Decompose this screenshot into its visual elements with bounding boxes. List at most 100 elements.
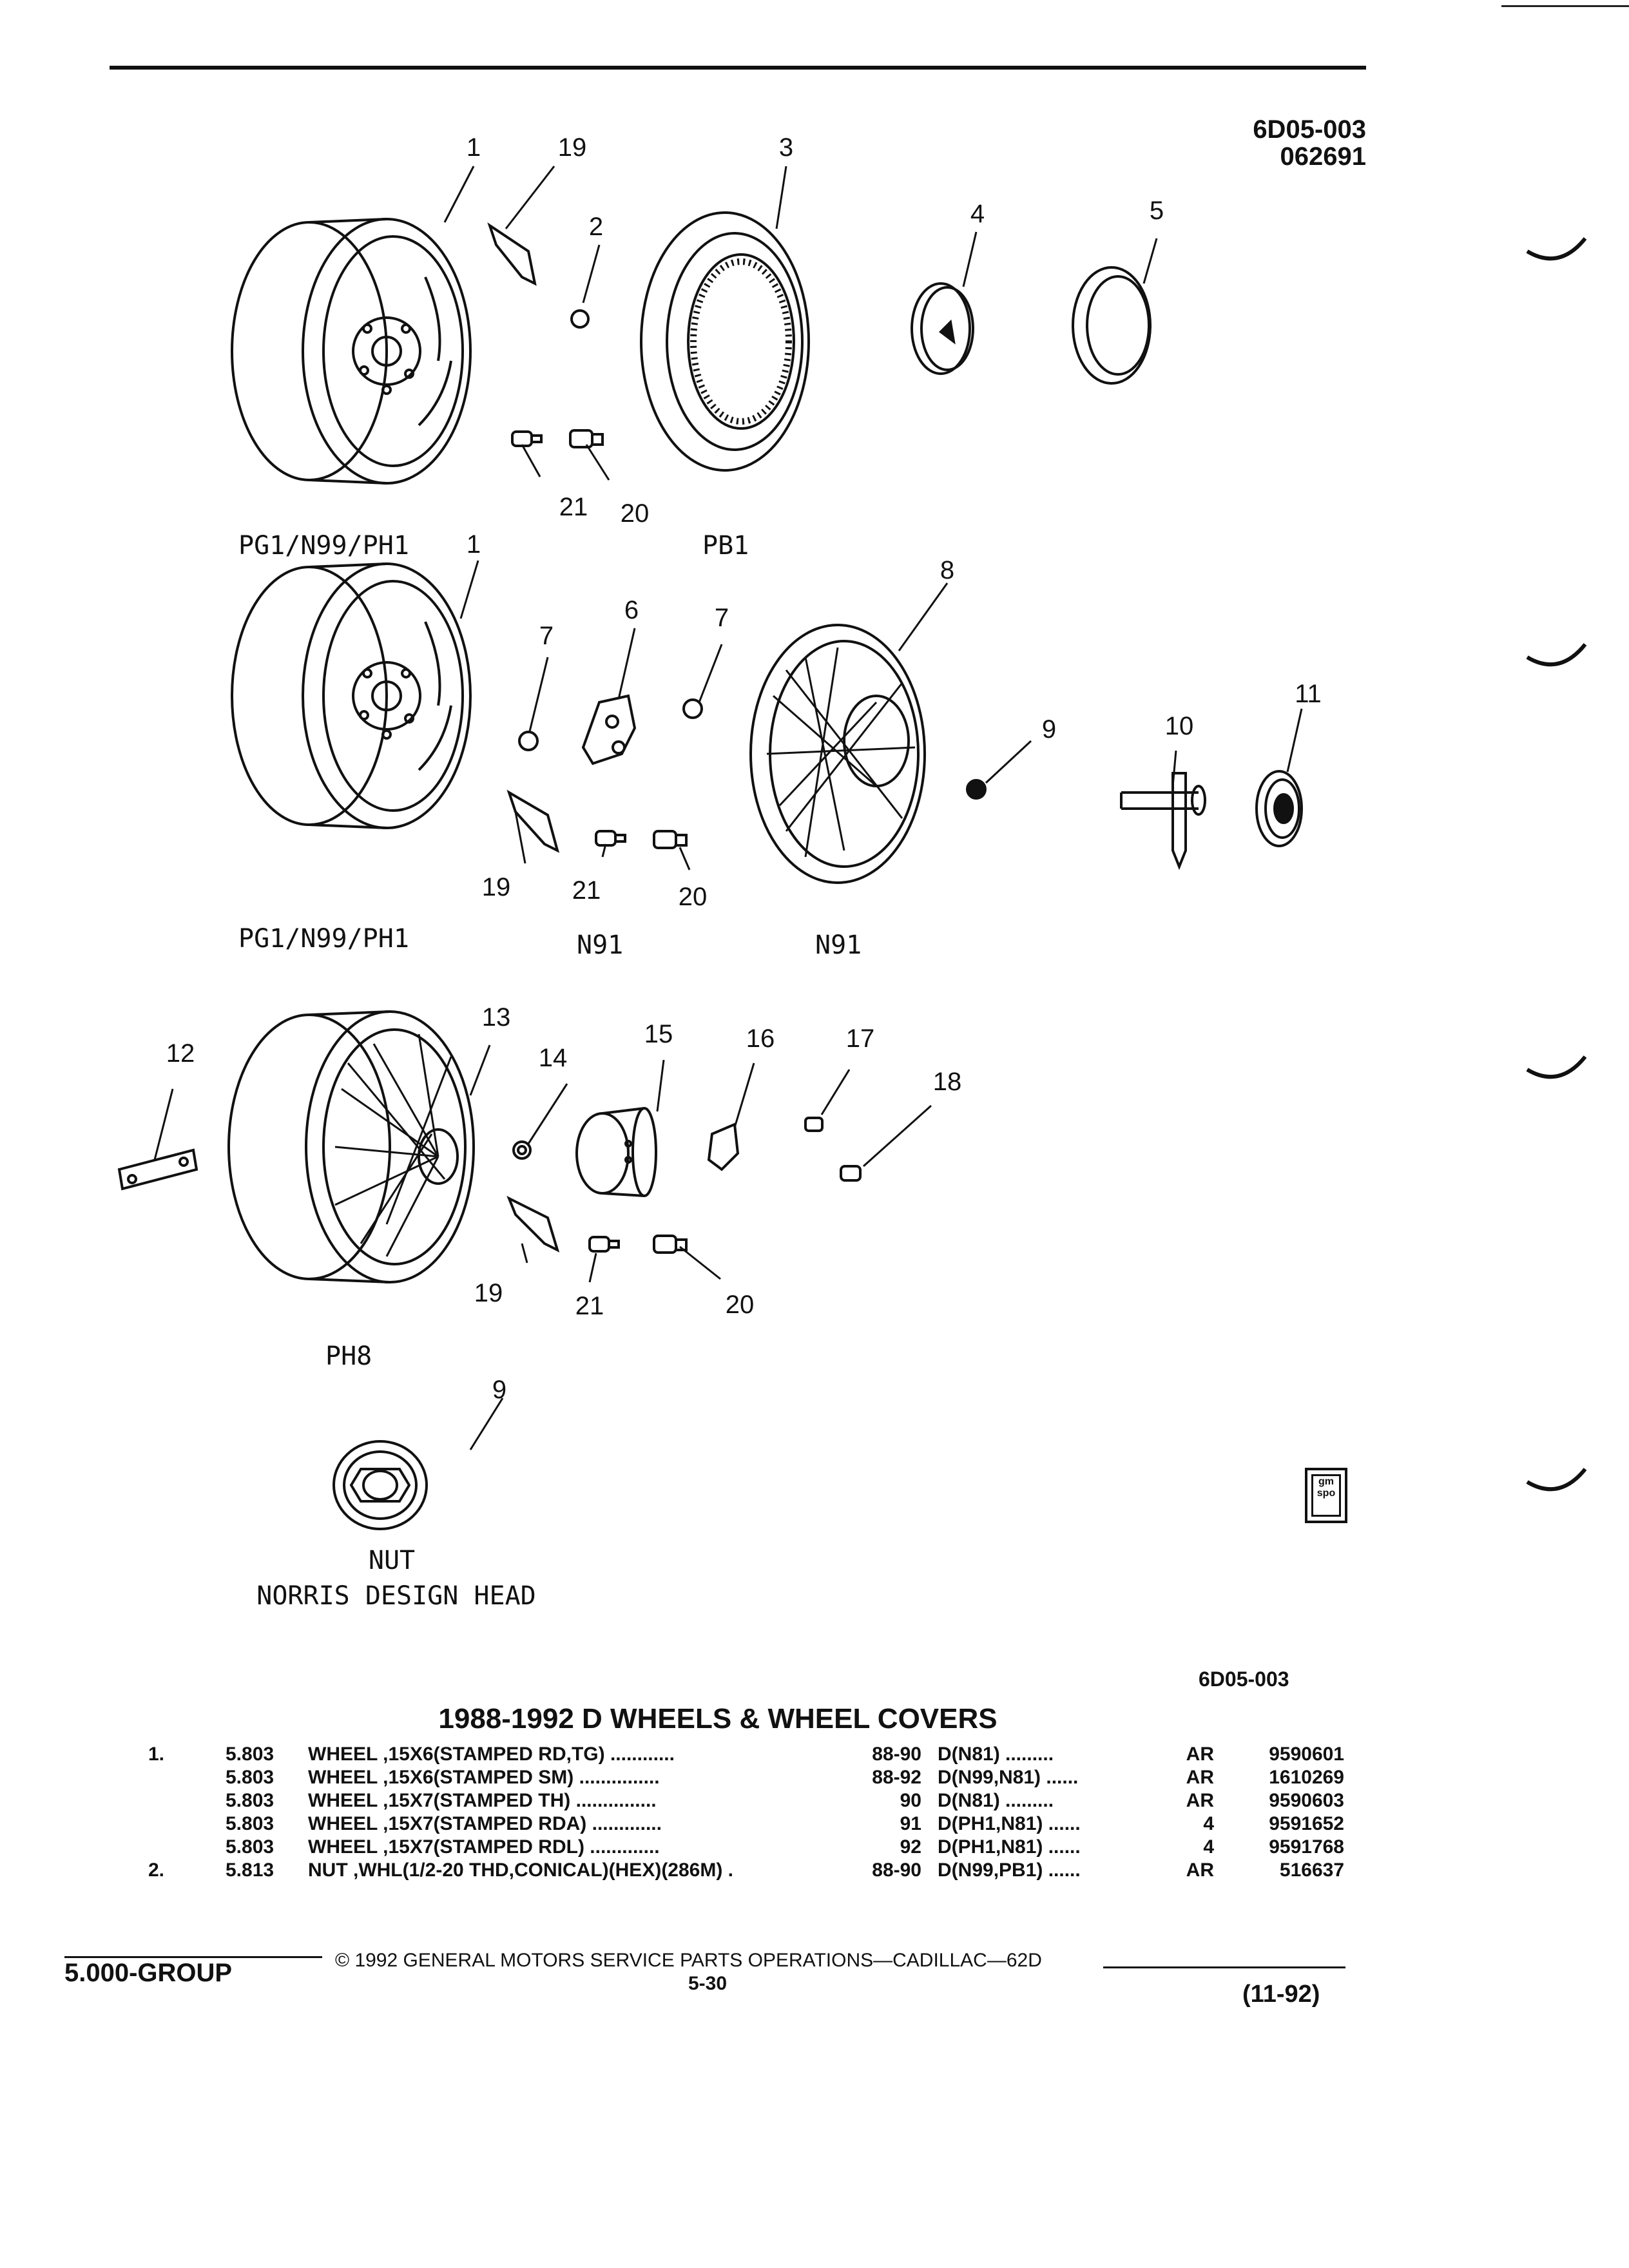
parts-cell-qty: 4: [1203, 1836, 1214, 1858]
callout: 17: [846, 1024, 875, 1053]
reference-date: 062691: [1280, 142, 1366, 171]
nut-9a: [966, 779, 987, 800]
parts-cell-usage: D(N99,N81) ......: [938, 1767, 1079, 1788]
parts-cell-qty: 4: [1203, 1813, 1214, 1834]
parts-cell-part: 9590603: [1269, 1790, 1344, 1811]
callout: 12: [166, 1039, 195, 1068]
parts-cell-qty: AR: [1186, 1860, 1214, 1881]
balance-weight-19c: [506, 1195, 560, 1253]
parts-cell-item: 1.: [148, 1744, 165, 1765]
gm-spo-logo-text: gm spo: [1311, 1474, 1341, 1517]
nut-7a: [518, 731, 539, 751]
label-n91-a: N91: [577, 930, 623, 960]
callout: 7: [715, 604, 729, 632]
binder-marks: [1526, 237, 1587, 1492]
callout: 16: [746, 1024, 775, 1053]
reference-code: 6D05-003: [1253, 115, 1366, 144]
callout: 15: [644, 1020, 673, 1048]
corner-rule: [1501, 5, 1629, 7]
label-n91-b: N91: [815, 930, 862, 960]
footer-rule-right: [1103, 1966, 1345, 1968]
callout: 20: [621, 499, 650, 528]
parts-row: 5.803 WHEEL ,15X7(STAMPED TH) ...........…: [0, 1790, 1629, 1813]
callout: 19: [558, 133, 587, 162]
callout: 3: [779, 133, 793, 162]
wheel-steel-2: [231, 562, 472, 829]
parts-cell-year: 90: [900, 1790, 921, 1811]
callout: 1: [467, 530, 481, 559]
gm-spo-logo: gm spo: [1305, 1468, 1347, 1523]
valve-17: [804, 1117, 824, 1132]
parts-cell-qty: AR: [1186, 1790, 1214, 1811]
document-reference: 6D05-003 062691: [1211, 116, 1366, 170]
trim-ring-5: [1072, 266, 1152, 385]
label-pb1: PB1: [702, 531, 749, 561]
balance-weight-19a: [487, 222, 537, 286]
exploded-parts-diagram: 1 19 2 3 4 5 21 20 1 7 6 7 8 9 10 11 19 …: [117, 133, 1587, 1611]
parts-cell-code: 5.813: [226, 1860, 275, 1881]
parts-cell-desc: WHEEL ,15X7(STAMPED TH) ...............: [308, 1790, 657, 1811]
nut-2: [570, 309, 590, 329]
parts-cell-usage: D(PH1,N81) ......: [938, 1836, 1081, 1858]
callout: 9: [492, 1376, 506, 1404]
callout: 20: [679, 883, 708, 911]
parts-cell-part: 9591768: [1269, 1836, 1344, 1858]
adapter-6: [581, 694, 637, 765]
emblem-11: [1255, 770, 1303, 847]
wheel-cover-3: [640, 211, 810, 472]
retainer-12: [117, 1148, 198, 1191]
parts-cell-part: 9590601: [1269, 1744, 1344, 1765]
section-title: 1988-1992 D WHEELS & WHEEL COVERS: [438, 1703, 998, 1735]
parts-cell-part: 1610269: [1269, 1767, 1344, 1788]
callout: 18: [933, 1068, 962, 1096]
callout: 21: [575, 1292, 604, 1320]
callout: 9: [1042, 715, 1056, 744]
callout-numbers: 1 19 2 3 4 5 21 20 1 7 6 7 8 9 10 11 19 …: [166, 133, 1322, 1404]
valve-stems-row1: [511, 429, 604, 448]
parts-cell-year: 88-92: [872, 1767, 921, 1788]
reference-code-bottom: 6D05-003: [1199, 1667, 1289, 1691]
top-rule: [110, 66, 1366, 70]
label-ph8: PH8: [325, 1341, 372, 1371]
parts-cell-part: 9591652: [1269, 1813, 1344, 1834]
parts-cell-qty: AR: [1186, 1767, 1214, 1788]
callout: 20: [726, 1291, 755, 1319]
callout: 4: [970, 200, 985, 228]
leader-lines: [153, 166, 1303, 1450]
parts-cell-code: 5.803: [226, 1790, 275, 1811]
callout: 1: [467, 133, 481, 162]
wire-wheel-cover-8: [749, 624, 926, 884]
valve-stems-row3: [588, 1235, 688, 1254]
footer-revision: (11-92): [1242, 1981, 1320, 2008]
label-pg1-n99-ph1-a: PG1/N99/PH1: [238, 531, 409, 561]
parts-cell-desc: WHEEL ,15X7(STAMPED RDL) .............: [308, 1836, 660, 1858]
parts-cell-usage: D(N81) .........: [938, 1790, 1054, 1811]
parts-cell-item: 2.: [148, 1860, 165, 1881]
parts-cell-qty: AR: [1186, 1744, 1214, 1765]
parts-cell-part: 516637: [1279, 1860, 1344, 1881]
wire-wheel-13: [227, 1010, 475, 1283]
parts-row: 5.803 WHEEL ,15X6(STAMPED SM) ...........…: [0, 1767, 1629, 1790]
balance-weight-19b: [506, 789, 560, 853]
callout: 21: [572, 876, 601, 905]
callout: 19: [474, 1279, 503, 1307]
group-labels: PG1/N99/PH1 PB1 PG1/N99/PH1 N91 N91 PH8 …: [238, 531, 862, 1611]
callout: 13: [482, 1003, 511, 1032]
callout: 8: [940, 556, 954, 584]
label-norris-design-head: NORRIS DESIGN HEAD: [256, 1581, 535, 1611]
parts-cell-usage: D(N99,PB1) ......: [938, 1860, 1081, 1881]
callout: 21: [559, 493, 588, 521]
parts-cell-desc: WHEEL ,15X6(STAMPED SM) ...............: [308, 1767, 660, 1788]
nut-14: [512, 1140, 532, 1160]
parts-cell-code: 5.803: [226, 1767, 275, 1788]
parts-cell-year: 88-90: [872, 1860, 921, 1881]
nut-9-norris: [333, 1440, 428, 1530]
callout: 2: [589, 213, 603, 241]
parts-cell-usage: D(N81) .........: [938, 1744, 1054, 1765]
callout: 10: [1165, 712, 1194, 740]
footer-copyright: © 1992 GENERAL MOTORS SERVICE PARTS OPER…: [335, 1950, 1042, 1971]
